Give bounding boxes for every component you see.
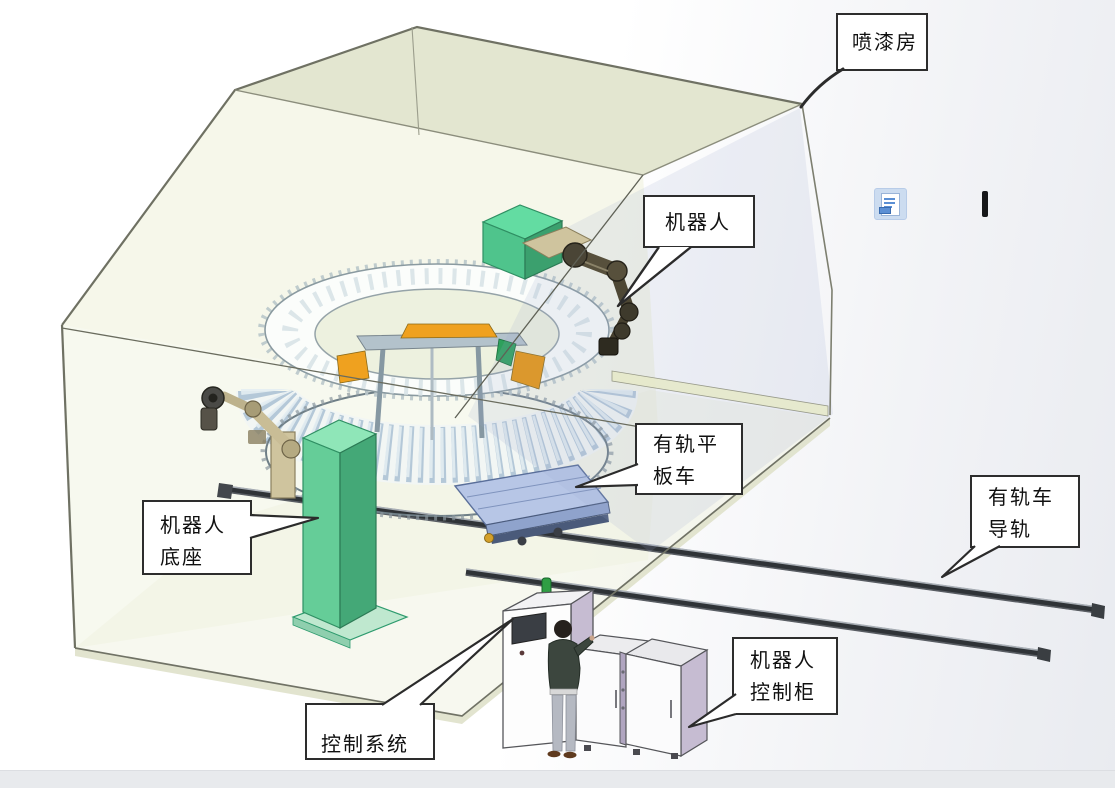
front-rail [465,568,1051,662]
spray-robot-right [481,204,639,356]
callout-control-system-text: 控制系统 [321,734,409,756]
callout-railcar-guide-rail: 有轨车 导轨 [970,475,1080,548]
page-edge-strip [0,770,1115,788]
callout-robot-base: 机器人 底座 [142,500,252,575]
paste-options-button[interactable] [874,188,926,220]
callout-control-system: 控制系统 [305,703,435,760]
robot-base-pillar [291,419,409,649]
right-wall-bottom-frame [611,370,829,417]
callout-robot-control-cabinet: 机器人 控制柜 [732,637,838,715]
spray-robot-left [200,386,301,499]
operator-person [547,620,595,759]
callout-robot-base-line1: 机器人 [160,515,226,537]
robot-control-cabinets [570,634,709,759]
callout-spray-booth-text: 喷漆房 [852,32,918,54]
paste-options-icon[interactable] [874,188,907,220]
control-screen [511,612,547,645]
callout-railcar-guide-rail-line2: 导轨 [988,519,1032,541]
callout-rail-flatbed-car: 有轨平 板车 [635,423,743,495]
callout-rail-flatbed-car-line2: 板车 [653,466,697,488]
callout-rail-flatbed-car-line1: 有轨平 [653,434,719,456]
text-cursor [982,191,988,217]
callout-robot-control-cabinet-line1: 机器人 [750,650,816,672]
callout-railcar-guide-rail-line1: 有轨车 [988,487,1054,509]
rail-flatbed-car [453,464,611,546]
callout-robot-base-line2: 底座 [160,547,204,569]
callout-robot: 机器人 [643,195,755,248]
spray-booth-edges [60,25,833,717]
callout-spray-booth: 喷漆房 [836,13,928,71]
callout-robot-control-cabinet-line2: 控制柜 [750,682,816,704]
callout-robot-text: 机器人 [665,212,731,234]
ring-workpiece [236,259,638,521]
